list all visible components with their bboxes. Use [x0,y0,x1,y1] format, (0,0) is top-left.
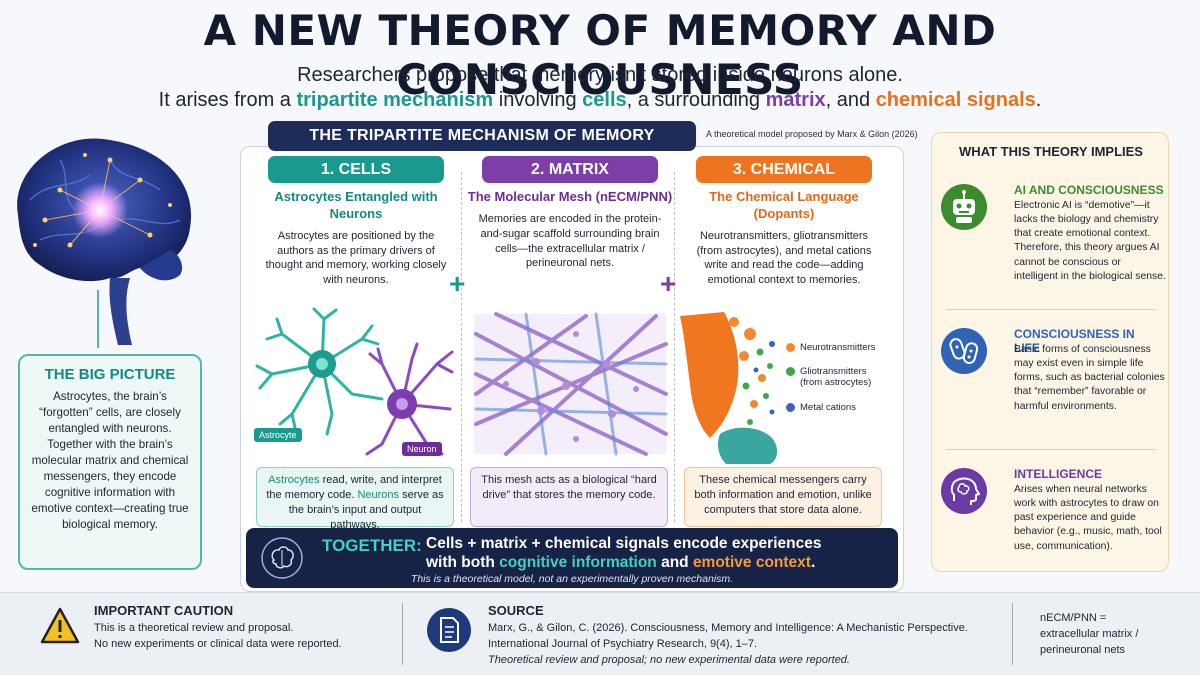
legend-gliotransmitters: Gliotransmitters (from astrocytes) [786,366,890,389]
footer-divider [402,603,403,665]
neuron-tag: Neuron [402,442,442,456]
together-label: TOGETHER: [322,536,422,555]
brain-icon [261,537,303,579]
column-cells: 1. CELLS Astrocytes Entangled with Neuro… [252,156,460,531]
source-text: Marx, G., & Gilon, C. (2026). Consciousn… [488,622,968,666]
chemical-signals-illustration [680,312,778,464]
implication-consciousness-text: Basic forms of consciousness may exist e… [1014,344,1165,412]
separator [946,449,1156,450]
astrocyte-neuron-illustration [255,307,454,456]
plus-sign: + [660,268,677,299]
chemical-signals-description: Neurotransmitters, gliotransmitters (fro… [696,229,872,287]
chemical-signals-pill: 3. CHEMICAL SIGNALS [696,156,872,205]
subtitle-line-2: It arises from a tripartite mechanism in… [158,89,1042,111]
chemical-signals-heading: The Chemical Language (Dopants) [709,189,859,221]
brain-illustration [17,138,192,348]
big-picture-text: Astrocytes, the brain’s “forgotten” cell… [31,390,189,531]
separator [946,309,1156,310]
implication-intelligence-text: Arises when neural networks work with as… [1014,484,1162,552]
implication-intelligence-title: INTELLIGENCE [1014,467,1103,481]
column-divider [461,172,462,522]
plus-sign: + [449,268,466,299]
matrix-description: Memories are encoded in the protein-and-… [478,212,662,270]
column-divider [674,172,675,522]
legend-neurotransmitters: Neurotransmitters [786,342,876,353]
together-note: This is a theoretical model, not an expe… [410,573,734,585]
together-line-2: with both cognitive information and emot… [426,554,816,571]
molecular-mesh-illustration [474,312,668,456]
column-matrix: 2. MATRIX The Molecular Mesh (nECM/PNN) … [466,156,674,527]
mechanism-note: A theoretical model proposed by Marx & G… [706,129,918,139]
cells-summary-box: Astrocytes read, write, and interpret th… [256,467,454,531]
page-title: A NEW THEORY OF MEMORY AND CONSCIOUSNESS [203,6,997,104]
mechanism-title: THE TRIPARTITE MECHANISM OF MEMORY [268,121,696,151]
cells-description: Astrocytes are positioned by the authors… [265,229,447,287]
column-chemical-signals: 3. CHEMICAL SIGNALS The Chemical Languag… [680,156,890,527]
robot-icon [941,184,987,230]
implication-consciousness-title: CONSCIOUSNESS IN LIFE [1014,327,1135,355]
source-title: SOURCE [488,603,544,618]
implications-title: WHAT THIS THEORY IMPLIES [959,144,1143,159]
cells-pill: 1. CELLS [268,156,444,183]
matrix-summary-box: This mesh acts as a biological “hard dri… [470,467,668,527]
astrocyte-tag: Astrocyte [254,428,302,442]
together-banner: TOGETHER: Cells + matrix + chemical sign… [246,528,898,588]
together-line-1: Cells + matrix + chemical signals encode… [426,535,822,552]
chemical-signals-summary-box: These chemical messengers carry both inf… [684,467,882,527]
legend-metal-cations: Metal cations [786,402,856,413]
caution-text: This is a theoretical review and proposa… [94,622,342,650]
implications-panel: WHAT THIS THEORY IMPLIES AI AND CONSCIOU… [931,132,1169,572]
implication-ai-title: AI AND CONSCIOUSNESS [1014,183,1164,197]
document-icon [427,608,471,652]
cells-heading: Astrocytes Entangled with Neurons [274,189,438,221]
matrix-heading: The Molecular Mesh (nECM/PNN) [467,189,673,204]
matrix-pill: 2. MATRIX [482,156,658,183]
abbreviation-note: nECM/PNN =extracellular matrix /perineur… [1040,612,1139,656]
subtitle-line-1: Researchers propose that memory isn’t st… [297,64,903,86]
warning-icon [40,607,80,644]
big-picture-card: THE BIG PICTURE Astrocytes, the brain’s … [18,354,202,570]
footer: IMPORTANT CAUTION This is a theoretical … [0,592,1200,675]
footer-divider [1012,603,1013,665]
caution-title: IMPORTANT CAUTION [94,603,234,618]
implication-ai-text: Electronic AI is “demotive”—it lacks the… [1014,200,1166,282]
bacteria-icon [941,328,987,374]
big-picture-title: THE BIG PICTURE [44,366,176,383]
head-brain-icon [941,468,987,514]
